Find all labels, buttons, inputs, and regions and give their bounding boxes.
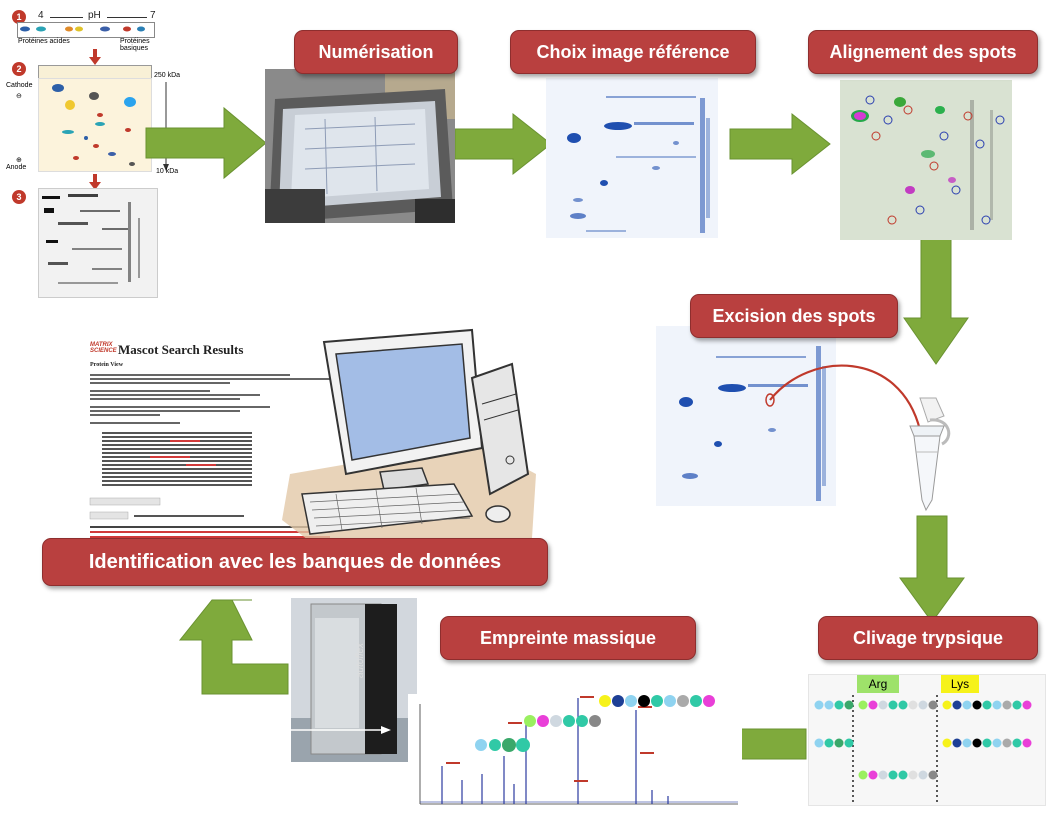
mascot-text-block <box>89 374 340 538</box>
alignment-overlay-spots <box>851 95 1005 230</box>
ipg-strip-proteins <box>20 26 145 32</box>
silver-stained-gel-spots <box>42 194 140 284</box>
step-marker-1: 1 <box>12 10 26 24</box>
ph-line-right <box>107 17 147 18</box>
ph-low-label: 4 <box>38 10 44 21</box>
mascot-protein-view: Protein View <box>90 362 124 368</box>
anode-symbol: ⊕ <box>16 157 22 164</box>
anode-label: Anode <box>6 164 27 171</box>
down-arrow-1 <box>89 49 101 65</box>
cathode-label: Cathode <box>6 82 33 89</box>
kda-high-label: 250 kDa <box>154 72 181 79</box>
scanner-photo <box>265 69 455 223</box>
gel-top-strip <box>38 65 152 79</box>
alignment-overlay-image <box>840 80 1012 240</box>
eppendorf-tube <box>909 397 951 512</box>
mass-spectrum <box>408 694 742 812</box>
peptide-beads-spectrum <box>475 695 715 752</box>
mascot-title: Mascot Search Results <box>118 342 244 357</box>
ph-line-left <box>50 17 83 18</box>
step-marker-2: 2 <box>12 62 26 76</box>
step-label-identification: Identification avec les banques de donné… <box>42 538 548 586</box>
mass-spectrometer-photo: autoflex <box>291 598 417 762</box>
mascot-logo: MATRIX SCIENCE <box>90 342 117 354</box>
arrow-gel-to-scan <box>145 106 267 180</box>
ipg-strip <box>17 22 155 38</box>
mass-spectrometer-illustration <box>291 598 417 762</box>
instrument-brand: autoflex <box>355 642 366 678</box>
reference-gel-image <box>546 78 718 238</box>
down-arrow-2 <box>89 174 101 190</box>
lys-label: Lys <box>941 675 979 693</box>
arrow-excision-down <box>899 515 965 623</box>
cleavage-panel: Arg Lys <box>808 674 1046 806</box>
step-label-alignement: Alignement des spots <box>808 30 1038 74</box>
ph-label: pH <box>88 10 101 21</box>
step-label-excision: Excision des spots <box>690 294 898 338</box>
computer-illustration <box>282 328 536 546</box>
kda-low-label: 10 kDa <box>156 168 179 175</box>
gel-principle-panel: 1 2 3 4 pH 7 Protéines acides Protéines … <box>0 0 180 300</box>
arrow-to-identification <box>178 599 289 695</box>
step-label-empreinte: Empreinte massique <box>440 616 696 660</box>
cathode-symbol: ⊖ <box>16 93 22 100</box>
step-label-choix-reference: Choix image référence <box>510 30 756 74</box>
acid-proteins-label: Protéines acides <box>18 38 70 45</box>
step-label-clivage: Clivage trypsique <box>818 616 1038 660</box>
cleavage-sites <box>814 695 1032 803</box>
reference-gel-spots <box>567 96 710 233</box>
gel-2d-colored-spots <box>52 84 136 166</box>
excision-gel-spots <box>679 346 826 501</box>
mascot-results-panel: MATRIX SCIENCE Mascot Search Results Pro… <box>89 338 360 548</box>
arrow-scan-to-reference <box>454 112 552 176</box>
step-marker-3: 3 <box>12 190 26 204</box>
step-label-numerisation: Numérisation <box>294 30 458 74</box>
arrow-alignment-down <box>903 225 969 365</box>
scanner-illustration <box>265 69 455 223</box>
ph-high-label: 7 <box>150 10 156 21</box>
arrow-reference-to-alignment <box>729 112 831 176</box>
arg-label: Arg <box>857 675 899 693</box>
basic-proteins-label: Protéines basiques <box>120 38 150 52</box>
